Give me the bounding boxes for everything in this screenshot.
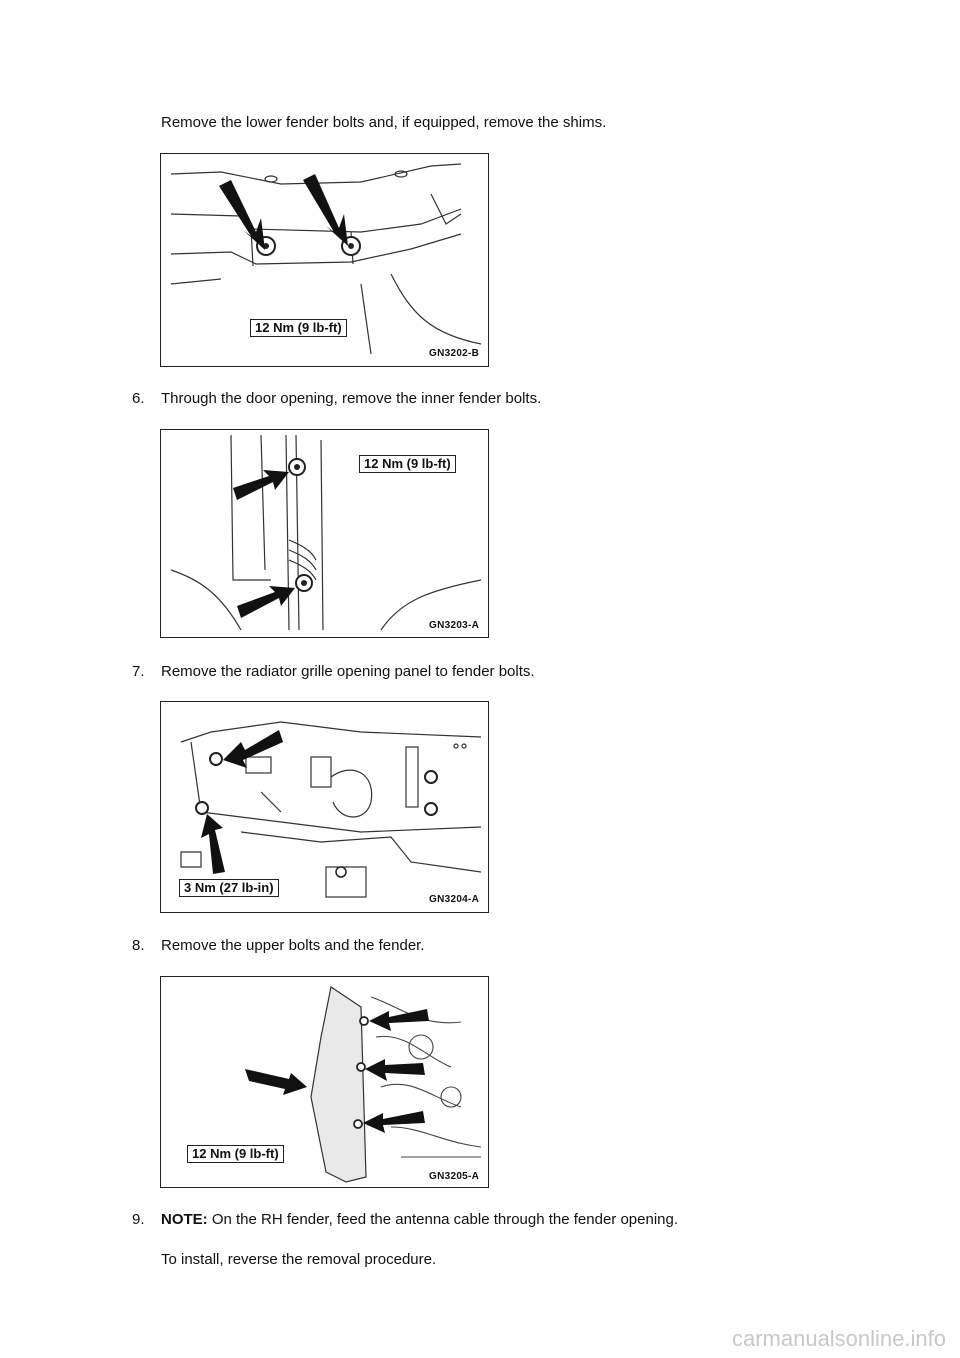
torque-label: 12 Nm (9 lb-ft) [187,1145,284,1163]
torque-label: 12 Nm (9 lb-ft) [250,319,347,337]
torque-label: 12 Nm (9 lb-ft) [359,455,456,473]
figure-lower-fender-bolts: 12 Nm (9 lb-ft) GN3202-B [160,153,489,367]
arrow-icon [233,470,295,618]
step-8-number: 8. [132,937,145,954]
illustration-upper-fender-bolts [245,986,482,1183]
step-9-number: 9. [132,1211,145,1228]
figure-grille-panel-bolts: 3 Nm (27 lb-in) GN3204-A [160,701,489,913]
arrow-icon [245,1009,429,1133]
note-label: NOTE: [161,1211,208,1228]
figure-id: GN3202-B [429,348,480,359]
step-6-text: Through the door opening, remove the inn… [161,390,542,407]
figure-id: GN3204-A [429,894,480,905]
figure-upper-fender-bolts: 12 Nm (9 lb-ft) GN3205-A [160,976,489,1188]
step-9-note: NOTE: On the RH fender, feed the antenna… [161,1211,678,1229]
note-text: On the RH fender, feed the antenna cable… [207,1211,679,1228]
watermark: carmanualsonline.info [731,1326,946,1351]
figure-inner-fender-bolts: 12 Nm (9 lb-ft) GN3203-A [160,429,489,638]
step-9-text: To install, reverse the removal procedur… [161,1251,437,1268]
arrow-icon [201,730,283,874]
figure-id: GN3203-A [429,620,480,631]
step-8-text: Remove the upper bolts and the fender. [161,937,425,954]
illustration-grille-panel-bolts [180,721,482,898]
step-7-number: 7. [132,663,145,680]
arrow-icon [219,174,348,250]
step-6-number: 6. [132,390,145,407]
figure-id: GN3205-A [429,1171,480,1182]
step-7-text: Remove the radiator grille opening panel… [161,663,535,680]
illustration-lower-fender-bolts [170,163,482,355]
torque-label: 3 Nm (27 lb-in) [179,879,279,897]
illustration-inner-fender-bolts [170,434,482,631]
step-5-text: Remove the lower fender bolts and, if eq… [161,114,607,131]
